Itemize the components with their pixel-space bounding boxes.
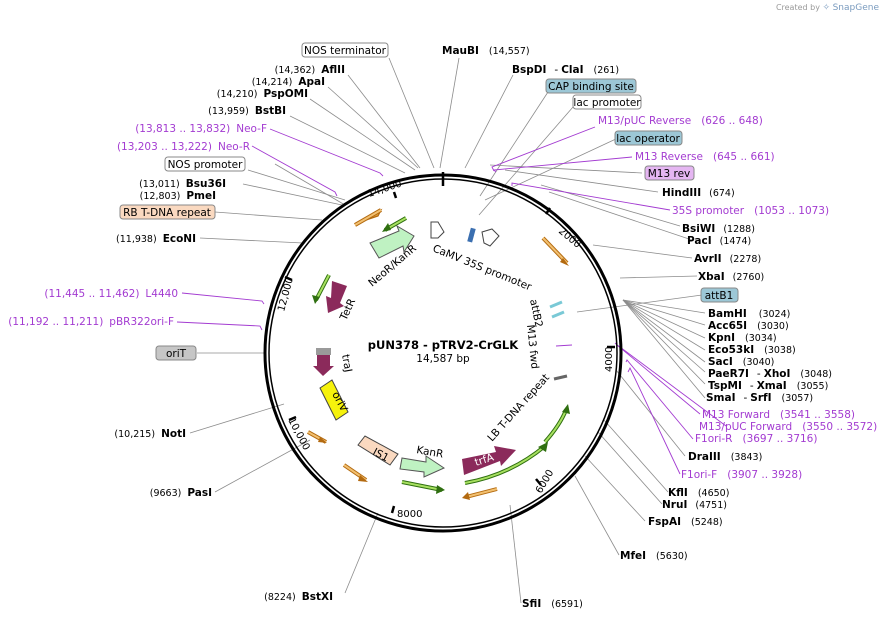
label-camv: CaMV 35S promoter	[431, 243, 534, 294]
primer-l4440: (11,445 .. 11,462)L4440	[44, 288, 178, 300]
enzyme-tspmi: TspMI-XmaI(3055)	[708, 380, 828, 392]
neor-kanr-arrow	[369, 224, 415, 259]
label-trfa: trfA	[473, 451, 496, 469]
box-nos-terminator: NOS terminator	[304, 45, 387, 57]
primer-neor: (13,203 .. 13,222)Neo-R	[117, 141, 250, 153]
primer-m13fwd: M13 Forward(3541 .. 3558)	[702, 409, 855, 421]
primer-neof: (13,813 .. 13,832)Neo-F	[135, 123, 267, 135]
box-m13rev: M13 rev	[648, 168, 691, 180]
tick-label-8000: 8000	[397, 509, 422, 520]
camv-arrow-1	[430, 221, 445, 239]
enzyme-labels-right: MauBI(14,557) BspDI-ClaI(261) HindIII(67…	[442, 45, 832, 610]
box-attb1: attB1	[705, 290, 734, 302]
primer-labels: (13,813 .. 13,832)Neo-F (13,203 .. 13,22…	[8, 115, 877, 481]
enzyme-nrui: NruI(4751)	[662, 499, 727, 511]
credit-text: Created by	[775, 3, 820, 12]
is1-box	[357, 435, 399, 466]
enzyme-mfei: MfeI(5630)	[620, 550, 688, 562]
enzyme-xbai: XbaI(2760)	[698, 271, 764, 283]
enzyme-apai: (14,214)ApaI	[252, 76, 325, 88]
box-rb-tdna: RB T-DNA repeat	[123, 207, 211, 219]
enzyme-econi: (11,938)EcoNI	[116, 233, 196, 245]
enzyme-bspdi: BspDI-ClaI(261)	[512, 64, 619, 76]
enzyme-bsu36i: (13,011)Bsu36I	[139, 178, 226, 190]
enzyme-pmei: (12,803)PmeI	[140, 190, 216, 202]
enzyme-pspomi: (14,210)PspOMI	[217, 88, 308, 100]
box-orit: oriT	[166, 348, 187, 360]
enzyme-paer7i: PaeR7I-XhoI(3048)	[708, 368, 832, 380]
credit-brand: SnapGene	[832, 3, 879, 13]
enzyme-draiii: DraIII(3843)	[688, 451, 762, 463]
primer-pbr: (11,192 .. 11,211)pBR322ori-F	[8, 316, 174, 328]
plasmid-name: pUN378 - pTRV2-CrGLK	[368, 338, 519, 352]
traj-arrow	[313, 355, 334, 376]
enzyme-bstxi: (8224)BstXI	[264, 591, 333, 603]
enzyme-pasi: (9663)PasI	[150, 487, 212, 499]
enzyme-aflii: (14,362)AflII	[275, 64, 345, 76]
enzyme-hindiii: HindIII(674)	[662, 187, 735, 199]
enzyme-saci: SacI(3040)	[708, 356, 774, 368]
primer-f1orif: F1ori-F(3907 .. 3928)	[681, 469, 802, 481]
enzyme-bstbi: (13,959)BstBI	[208, 105, 286, 117]
tetr-arrow	[326, 281, 347, 313]
enzyme-noti: (10,215)NotI	[114, 428, 186, 440]
camv-arrow-2	[481, 228, 500, 247]
boxed-features: NOS terminator NOS promoter RB T-DNA rep…	[119, 42, 739, 361]
oriv-arrow	[319, 379, 349, 421]
box-lac-operator: lac operator	[616, 133, 680, 145]
tick-label-4000: 4000	[604, 347, 615, 372]
snapgene-logo-icon: ✧	[822, 3, 831, 13]
snapgene-credit: Created by ✧ SnapGene	[776, 3, 879, 13]
label-lb-tdna: LB T-DNA repeat	[485, 372, 552, 444]
label-traj: traJ	[339, 353, 354, 373]
feature-arrows	[307, 208, 570, 500]
primer-f1orir: F1ori-R(3697 .. 3716)	[695, 433, 817, 445]
label-m13fwd: M13 fwd	[524, 324, 541, 370]
box-cap: CAP binding site	[548, 81, 634, 93]
scale-ticks	[284, 172, 615, 514]
trfa-arrow	[462, 446, 516, 475]
enzyme-sfii: SfiI(6591)	[522, 598, 583, 610]
enzyme-bsiwi: BsiWI(1288)	[682, 223, 755, 235]
primer-m13rev: M13 Reverse(645 .. 661)	[635, 151, 775, 163]
enzyme-paci: PacI(1474)	[687, 235, 751, 247]
enzyme-smai: SmaI-SrfI(3057)	[706, 392, 813, 404]
kanr-arrow	[399, 455, 446, 478]
enzyme-maubi: MauBI(14,557)	[442, 45, 530, 57]
enzyme-avrii: AvrII(2278)	[694, 253, 761, 265]
enzyme-kfli: KflI(4650)	[668, 487, 729, 499]
enzyme-bamhi: BamHI(3024)	[708, 308, 790, 320]
enzyme-fspai: FspAI(5248)	[648, 516, 723, 528]
enzyme-kpni: KpnI(3034)	[708, 332, 777, 344]
primer-m13puc-fwd: M13/pUC Forward(3550 .. 3572)	[699, 421, 877, 433]
plasmid-length: 14,587 bp	[416, 353, 470, 365]
box-lac-promoter: lac promoter	[573, 97, 641, 109]
label-attb2: attB2	[527, 298, 545, 328]
enzyme-labels-left: (14,362)AflII (14,214)ApaI (14,210)PspOM…	[114, 64, 345, 603]
enzyme-acc65i: Acc65I(3030)	[708, 320, 789, 332]
leader-lines	[189, 57, 706, 604]
box-nos-promoter: NOS promoter	[168, 159, 244, 171]
tick-label-14000: 14,000	[367, 179, 404, 200]
label-kanr: KanR	[415, 444, 444, 461]
primer-m13puc-rev: M13/pUC Reverse(626 .. 648)	[598, 115, 763, 127]
primer-35s: 35S promoter(1053 .. 1073)	[672, 205, 829, 217]
enzyme-eco53ki: Eco53kI(3038)	[708, 344, 796, 356]
